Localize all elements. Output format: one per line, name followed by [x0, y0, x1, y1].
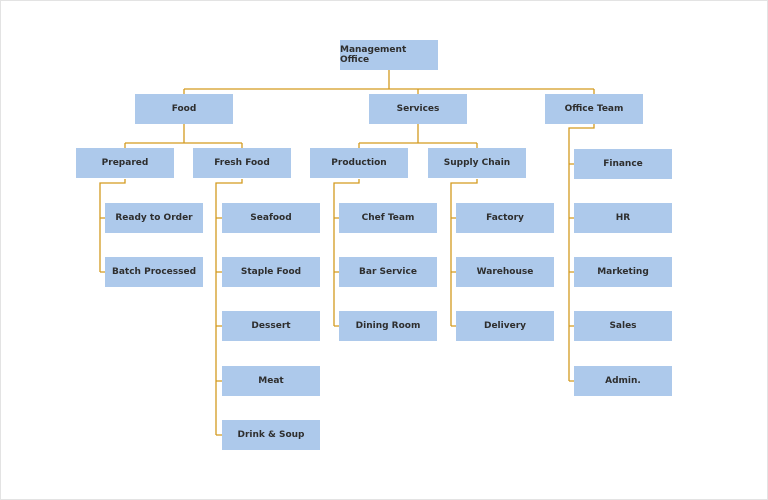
node-services: Services [369, 94, 467, 124]
node-sales: Sales [574, 311, 672, 341]
node-office-team: Office Team [545, 94, 643, 124]
node-food: Food [135, 94, 233, 124]
node-marketing: Marketing [574, 257, 672, 287]
connector [568, 124, 595, 382]
node-admin: Admin. [574, 366, 672, 396]
node-staple-food: Staple Food [222, 257, 320, 287]
connector [99, 179, 126, 273]
node-drink-soup: Drink & Soup [222, 420, 320, 450]
node-meat: Meat [222, 366, 320, 396]
node-dessert: Dessert [222, 311, 320, 341]
node-warehouse: Warehouse [456, 257, 554, 287]
node-finance: Finance [574, 149, 672, 179]
node-ready-to-order: Ready to Order [105, 203, 203, 233]
connector [358, 124, 478, 148]
node-management-office: Management Office [340, 40, 438, 70]
node-chef-team: Chef Team [339, 203, 437, 233]
node-fresh-food: Fresh Food [193, 148, 291, 178]
connector [333, 179, 360, 327]
node-supply-chain: Supply Chain [428, 148, 526, 178]
connector [215, 179, 243, 436]
node-seafood: Seafood [222, 203, 320, 233]
node-bar-service: Bar Service [339, 257, 437, 287]
node-batch-processed: Batch Processed [105, 257, 203, 287]
node-production: Production [310, 148, 408, 178]
node-prepared: Prepared [76, 148, 174, 178]
node-dining-room: Dining Room [339, 311, 437, 341]
node-delivery: Delivery [456, 311, 554, 341]
connector [124, 124, 243, 148]
node-factory: Factory [456, 203, 554, 233]
node-hr: HR [574, 203, 672, 233]
connector [450, 179, 478, 327]
connector [183, 70, 595, 94]
